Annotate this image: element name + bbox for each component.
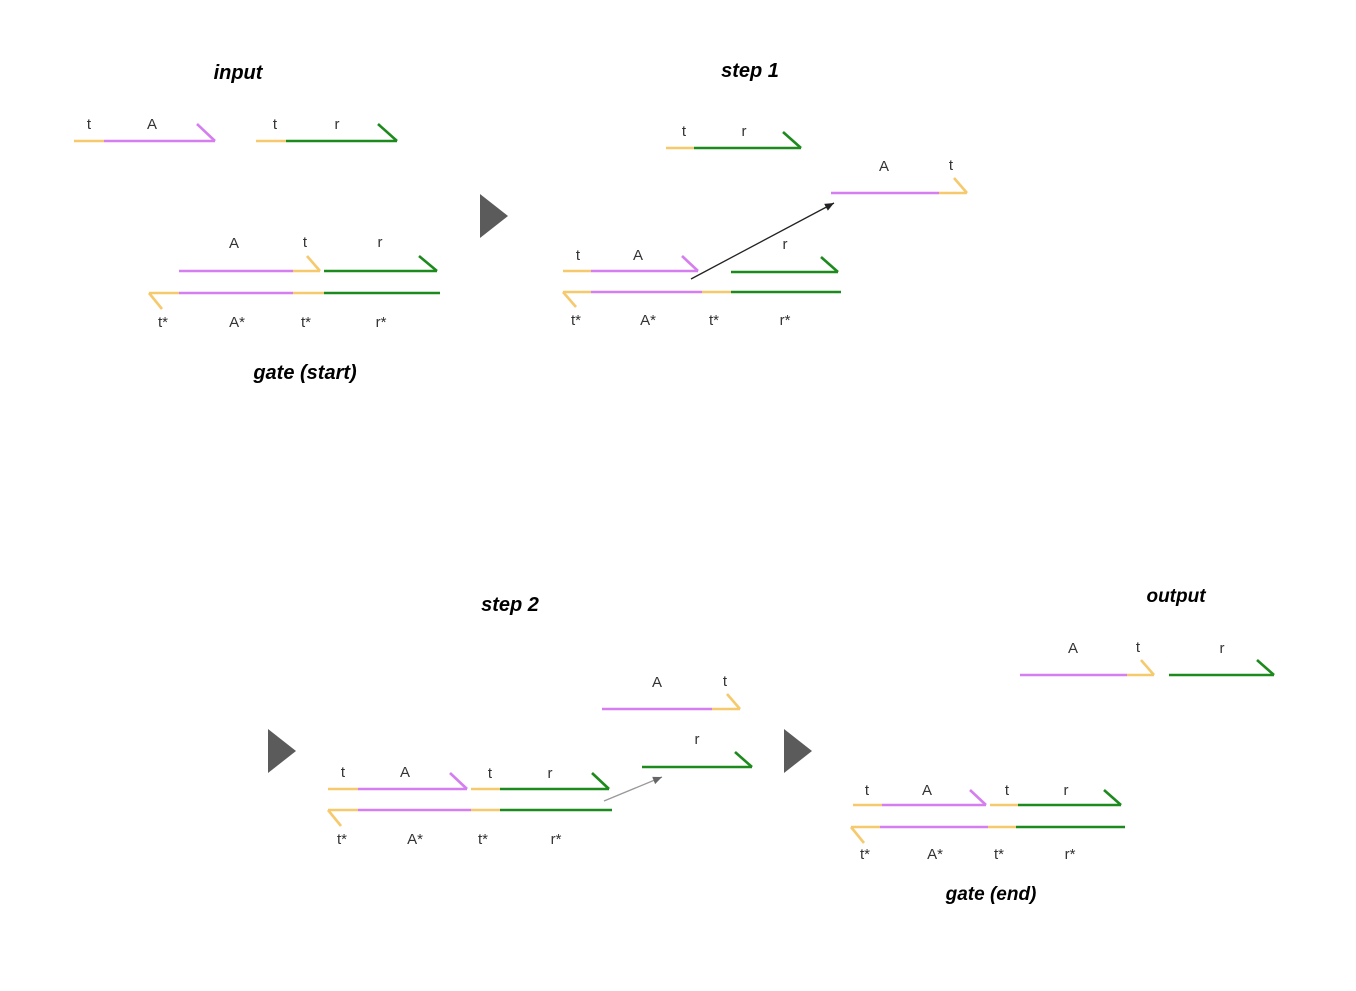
strand-3prime-hook [953, 177, 968, 194]
domain-label-r: r [694, 731, 700, 748]
strand-3prime-hook [681, 255, 699, 272]
domain-label-A: A [228, 235, 240, 252]
domain-label-r-star: r* [550, 831, 562, 848]
strand-3prime-hook [591, 772, 610, 790]
domain-label-t-star: t* [993, 846, 1005, 863]
caption-gate-end: gate (end) [945, 884, 1037, 905]
domain-label-r: r [547, 765, 553, 782]
domain-label-t-star: t* [570, 312, 582, 329]
play-arrow-icon [480, 194, 508, 238]
domain-label-t-star: t* [336, 831, 348, 848]
domain-label-A: A [878, 158, 890, 175]
strand-3prime-hook [820, 256, 839, 273]
play-arrow-icon [268, 729, 296, 773]
strand-3prime-hook [377, 123, 398, 142]
domain-label-t-star: t* [477, 831, 489, 848]
strand-3prime-hook [734, 751, 753, 768]
domain-label-t: t [1135, 639, 1141, 656]
domain-label-A: A [146, 116, 158, 133]
domain-label-r: r [377, 234, 383, 251]
domain-label-t-star: t* [300, 314, 312, 331]
title-step-2: step 2 [481, 594, 539, 616]
strand-3prime-hook [1140, 659, 1155, 676]
strand-3prime-hook [726, 693, 741, 710]
domain-label-t: t [864, 782, 870, 799]
domain-label-A: A [921, 782, 933, 799]
domain-label-t: t [487, 765, 493, 782]
strand-3prime-hook [1103, 789, 1122, 806]
caption-gate-start: gate (start) [253, 362, 357, 384]
domain-label-r-star: r* [779, 312, 791, 329]
domain-label-A: A [399, 764, 411, 781]
domain-label-A-star: A* [640, 312, 656, 329]
strand-3prime-hook [562, 291, 577, 308]
strand-3prime-hook [849, 826, 866, 844]
domain-label-A: A [1067, 640, 1079, 657]
displacement-arrow [603, 776, 663, 802]
domain-label-r: r [334, 116, 340, 133]
strand-3prime-hook [1256, 659, 1275, 676]
domain-label-r: r [741, 123, 747, 140]
domain-label-t: t [272, 116, 278, 133]
strand-3prime-hook [782, 131, 802, 149]
title-input: input [213, 62, 263, 84]
domain-label-t: t [948, 157, 954, 174]
domain-label-A-star: A* [407, 831, 423, 848]
strand-3prime-hook [326, 809, 343, 827]
domain-label-r: r [1219, 640, 1225, 657]
domain-label-t-star: t* [157, 314, 169, 331]
domain-label-t: t [722, 673, 728, 690]
domain-label-t: t [86, 116, 92, 133]
title-output: output [1146, 586, 1206, 607]
domain-label-t: t [302, 234, 308, 251]
strand-3prime-hook [449, 772, 468, 790]
displacement-arrow [690, 202, 835, 280]
strand-3prime-hook [969, 789, 987, 806]
strand-3prime-hook [306, 255, 321, 272]
domain-label-r-star: r* [1064, 846, 1076, 863]
strand-3prime-hook [196, 123, 216, 142]
domain-label-r: r [1063, 782, 1069, 799]
domain-label-A-star: A* [229, 314, 245, 331]
play-arrow-icon [784, 729, 812, 773]
domain-label-r: r [782, 236, 788, 253]
domain-label-A: A [632, 247, 644, 264]
strand-3prime-hook [147, 292, 164, 310]
domain-label-t-star: t* [859, 846, 871, 863]
strand-3prime-hook [418, 255, 438, 272]
domain-label-t-star: t* [708, 312, 720, 329]
domain-label-A-star: A* [927, 846, 943, 863]
domain-label-A: A [651, 674, 663, 691]
domain-label-t: t [575, 247, 581, 264]
domain-label-r-star: r* [375, 314, 387, 331]
domain-label-t: t [681, 123, 687, 140]
domain-label-t: t [340, 764, 346, 781]
title-step-1: step 1 [721, 60, 779, 82]
domain-label-t: t [1004, 782, 1010, 799]
